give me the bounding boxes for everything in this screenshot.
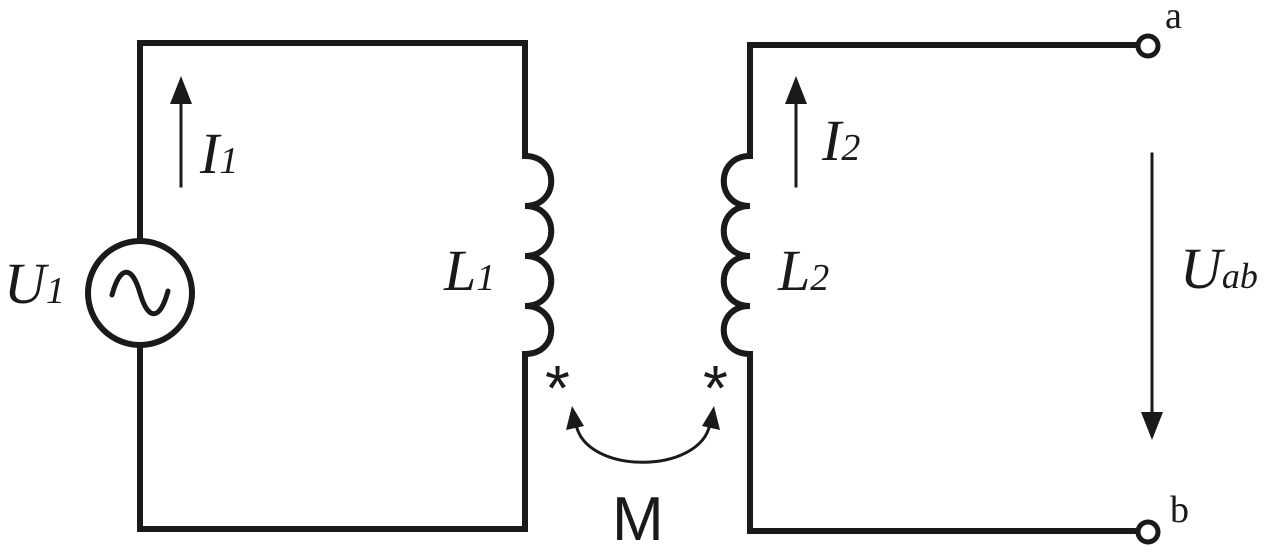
secondary-coil-icon [720, 152, 754, 358]
primary-wire-top-left [137, 40, 528, 243]
primary-current-label: I1 [199, 121, 238, 186]
voltage-arrow-uab-icon [1141, 152, 1163, 440]
terminal-b-icon [1135, 519, 1161, 545]
terminal-a-icon [1135, 33, 1161, 59]
source-voltage-label: U1 [4, 251, 65, 316]
ac-source-icon [85, 238, 195, 348]
current-arrow-i2-icon [785, 76, 807, 188]
mutual-inductance-arc-icon [566, 406, 720, 464]
secondary-wire-bottom [747, 357, 1141, 534]
output-voltage-label: Uab [1180, 236, 1258, 301]
secondary-inductor-label: L2 [777, 238, 829, 303]
primary-wire-bottom [137, 344, 528, 532]
terminal-b-label: b [1170, 489, 1189, 531]
secondary-current-label: I2 [821, 108, 860, 173]
primary-inductor-label: L1 [443, 238, 495, 303]
current-arrow-i1-icon [170, 76, 192, 188]
primary-coil-icon [521, 152, 555, 358]
dot-mark-secondary: * [703, 352, 728, 424]
mutual-inductance-label: M [612, 485, 664, 552]
secondary-wire-top [747, 42, 1141, 159]
dot-mark-primary: * [545, 352, 570, 424]
terminal-a-label: a [1165, 0, 1182, 37]
